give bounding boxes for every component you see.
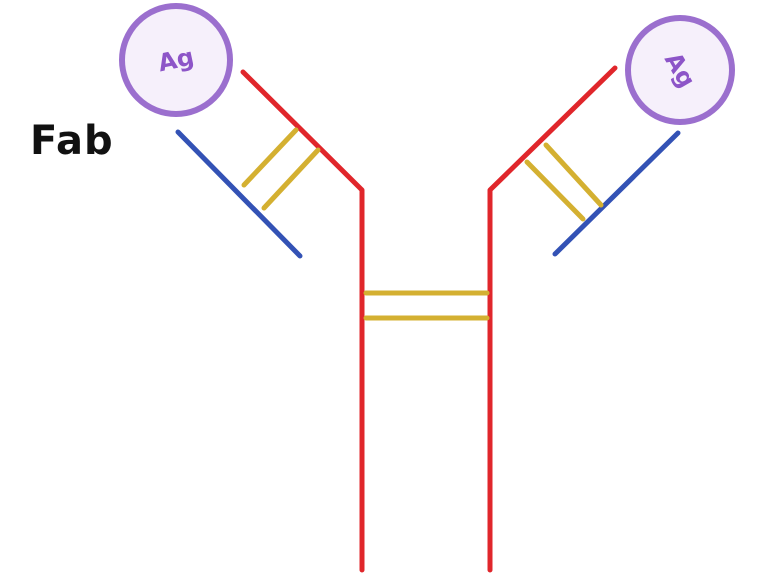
antigen-right: Ag <box>625 15 735 125</box>
antigen-right-circle <box>625 15 735 125</box>
antigen-left-circle <box>119 3 233 117</box>
disulfide-bond-right-1 <box>524 159 586 222</box>
heavy-chain-right <box>487 65 618 573</box>
light-chain-right <box>552 130 681 257</box>
disulfide-bond-right-2 <box>543 142 604 208</box>
fab-label: Fab <box>30 118 114 164</box>
antigen-left: Ag <box>119 3 233 117</box>
disulfide-bond-left-2 <box>261 147 321 211</box>
disulfide-bond-left-1 <box>241 127 299 188</box>
heavy-chain-left <box>240 69 365 573</box>
light-chain-left <box>175 129 303 259</box>
